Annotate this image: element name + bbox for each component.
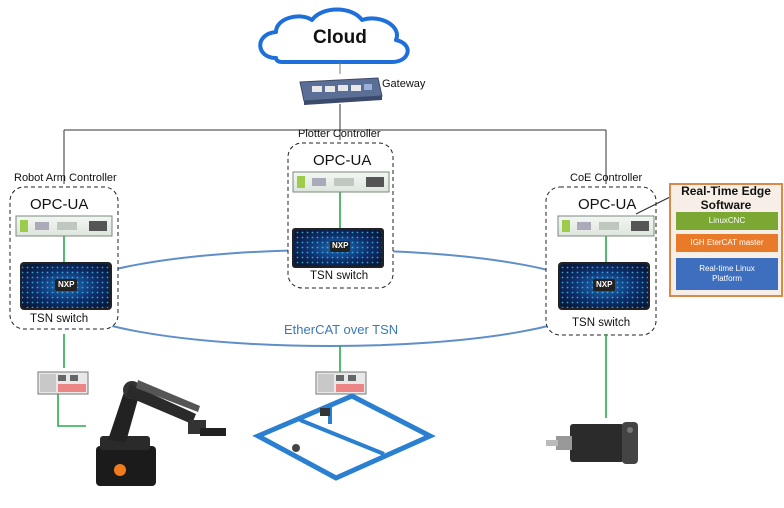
- coe-chip-logo: NXP: [596, 280, 613, 289]
- cloud-shape: [258, 7, 410, 64]
- opc-module-coe: [557, 215, 655, 237]
- servo-motor: [546, 422, 638, 464]
- backbone: [63, 104, 607, 184]
- plotter-controller-title: Plotter Controller: [298, 128, 381, 140]
- rte-item-rtlinux-label: Real-time Linux Platform: [676, 258, 778, 290]
- coe-tsn-label: TSN switch: [572, 317, 631, 329]
- plotter-opc-label: OPC-UA: [313, 152, 372, 169]
- rte-item-igh-label: IGH EterCAT master: [690, 238, 764, 247]
- rte-title-line2: Software: [700, 198, 752, 212]
- gateway-device: [299, 62, 383, 105]
- rte-item-rtlinux-line2: Platform: [712, 274, 742, 283]
- robot-opc-label: OPC-UA: [30, 196, 89, 213]
- plotter-tsn-label: TSN switch: [310, 270, 369, 282]
- robot-arm: [96, 380, 226, 486]
- robot-chip-logo: NXP: [58, 280, 75, 289]
- robot-controller-title: Robot Arm Controller: [14, 172, 117, 184]
- rte-connector: [635, 195, 673, 215]
- robot-tsn-label: TSN switch: [30, 313, 89, 325]
- rte-item-igh: [676, 234, 778, 252]
- rte-item-linuxcnc: [676, 212, 778, 230]
- rte-panel: [669, 183, 783, 297]
- opc-module-robot: [15, 215, 113, 237]
- plotter-chip-logo: NXP: [332, 241, 349, 250]
- tsn-chip-robot: [20, 262, 112, 310]
- io-module-robot: [37, 371, 89, 395]
- io-module-plotter: [315, 371, 367, 395]
- rte-item-rtlinux: [676, 258, 778, 290]
- green-links: [57, 192, 607, 427]
- coe-opc-label: OPC-UA: [578, 196, 637, 213]
- coe-controller-title: CoE Controller: [570, 172, 643, 184]
- rte-title: Real-Time Edge Software: [670, 184, 782, 212]
- opc-module-plotter: [292, 171, 390, 193]
- xy-plotter: [252, 393, 436, 481]
- gateway-label: Gateway: [382, 78, 426, 90]
- rte-item-rtlinux-line1: Real-time Linux: [699, 264, 755, 273]
- rte-item-linuxcnc-label: LinuxCNC: [708, 216, 746, 225]
- ethercat-label: EtherCAT over TSN: [284, 322, 399, 337]
- cloud: [258, 7, 410, 64]
- tsn-chip-plotter: [292, 228, 384, 268]
- tsn-chip-coe: [558, 262, 650, 310]
- rte-title-line1: Real-Time Edge: [681, 184, 771, 198]
- cloud-label: Cloud: [313, 27, 367, 48]
